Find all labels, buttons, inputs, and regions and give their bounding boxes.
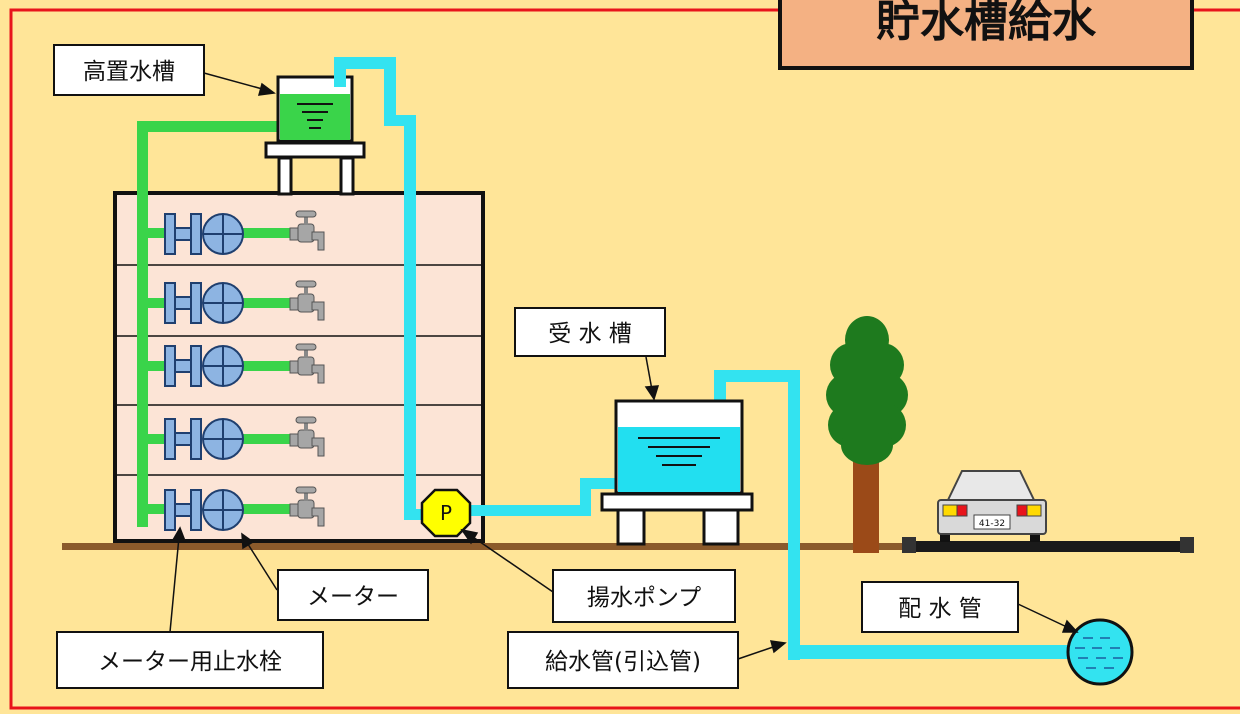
distribution-pipe xyxy=(1066,618,1134,686)
label-pump-text: 揚水ポンプ xyxy=(587,585,701,611)
label-supply-pipe: 給水管(引込管) xyxy=(507,631,739,689)
tree xyxy=(826,316,908,553)
label-meter-stop-valve: メーター用止水栓 xyxy=(56,631,324,689)
label-pump: 揚水ポンプ xyxy=(552,569,736,623)
label-elevated-tank: 高置水槽 xyxy=(53,44,205,96)
title-box: 貯水槽給水 xyxy=(778,0,1194,70)
green-pipes xyxy=(137,121,290,527)
ground-line xyxy=(62,543,1192,550)
label-meter-text: メーター xyxy=(307,584,399,610)
road xyxy=(902,537,1194,553)
label-distribution-pipe: 配 水 管 xyxy=(861,581,1019,633)
diagram-title: 貯水槽給水 xyxy=(876,0,1097,47)
leader-arrows xyxy=(169,72,1079,660)
label-meter: メーター xyxy=(277,569,429,621)
label-meter-stop-valve-text: メーター用止水栓 xyxy=(98,649,282,675)
receiving-tank xyxy=(600,399,754,546)
pump-symbol: P xyxy=(440,501,452,525)
car: 41-32 xyxy=(937,470,1047,542)
elevated-tank xyxy=(264,75,366,196)
pump: P xyxy=(420,488,472,538)
license-plate: 41-32 xyxy=(979,519,1005,529)
frame xyxy=(9,8,1240,710)
label-elevated-tank-text: 高置水槽 xyxy=(83,59,175,85)
label-distribution-pipe-text: 配 水 管 xyxy=(898,596,982,622)
label-receiving-tank-text: 受 水 槽 xyxy=(548,321,632,347)
label-supply-pipe-text: 給水管(引込管) xyxy=(545,649,701,675)
label-receiving-tank: 受 水 槽 xyxy=(514,307,666,357)
